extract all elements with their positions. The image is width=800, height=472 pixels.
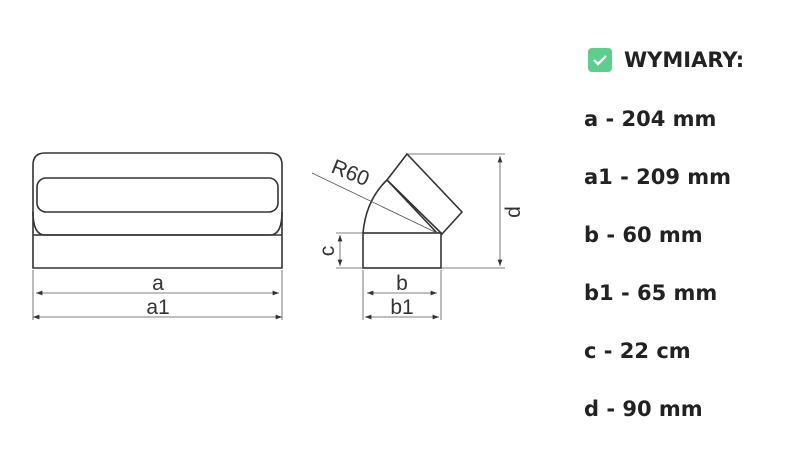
check-icon [588, 48, 612, 72]
label-c: c [316, 246, 339, 257]
label-a1: a1 [146, 296, 169, 319]
dimension-b1: b1 - 65 mm [584, 281, 718, 305]
dimension-a: a - 204 mm [584, 107, 717, 131]
dimension-lines-front [32, 270, 283, 320]
duct-elbow-diagram: a a1 R60 d c b b1 [32, 152, 525, 320]
dimension-lines-side [311, 153, 505, 320]
front-view [32, 152, 283, 269]
label-b1: b1 [390, 296, 413, 319]
dimensions-header: WYMIARY: [588, 48, 744, 72]
dimension-d: d - 90 mm [584, 397, 703, 421]
dimension-b: b - 60 mm [584, 223, 703, 247]
dimensions-title: WYMIARY: [624, 48, 745, 72]
dimension-a1: a1 - 209 mm [584, 165, 732, 189]
label-d: d [502, 206, 525, 218]
side-view-elbow [362, 152, 464, 269]
label-a: a [152, 272, 164, 295]
label-b: b [396, 272, 408, 295]
label-r60: R60 [328, 155, 372, 191]
dimension-c: c - 22 cm [584, 339, 691, 363]
